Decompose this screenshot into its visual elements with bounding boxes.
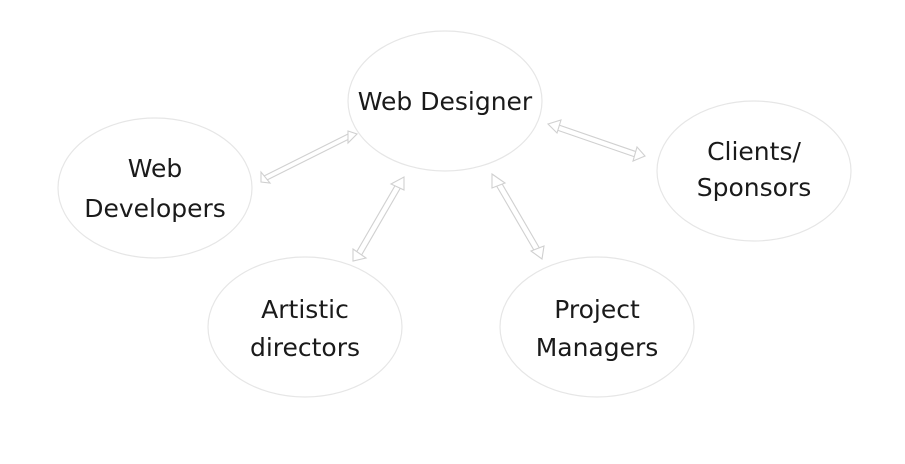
connector-line xyxy=(495,184,536,253)
node-artistic-directors: Artistic directors xyxy=(207,256,403,398)
node-project-managers-line-2: Managers xyxy=(536,333,659,362)
connector-web-designer-artistic xyxy=(352,176,405,262)
node-project-managers: Project Managers xyxy=(499,256,695,398)
node-web-designer-label: Web Designer xyxy=(358,87,533,116)
connector-line xyxy=(555,123,641,154)
arrow-head xyxy=(632,145,646,162)
connector-line xyxy=(500,181,541,250)
arrow-head xyxy=(347,130,359,145)
arrow-head xyxy=(529,245,545,260)
node-artistic-directors-ellipse xyxy=(207,256,403,398)
connector-line xyxy=(263,133,349,177)
node-web-designer-ellipse xyxy=(347,30,543,172)
connector-line xyxy=(553,128,639,159)
node-web-developers: Web Developers xyxy=(57,117,253,259)
connector-line xyxy=(360,186,402,257)
node-clients-sponsors: Clients/ Sponsors xyxy=(656,100,852,242)
node-artistic-directors-line-1: Artistic xyxy=(261,295,349,324)
connector-web-designer-web-developers xyxy=(260,130,359,184)
node-project-managers-ellipse xyxy=(499,256,695,398)
arrow-head xyxy=(352,247,368,262)
node-web-developers-line-1: Web xyxy=(128,154,183,183)
connector-line xyxy=(355,183,397,254)
arrow-head xyxy=(546,119,562,135)
node-web-developers-line-2: Developers xyxy=(84,194,226,223)
connector-web-designer-clients xyxy=(546,119,646,162)
arrow-head xyxy=(260,170,272,184)
connector-web-designer-project xyxy=(491,172,545,260)
arrow-head xyxy=(491,172,507,189)
arrow-head xyxy=(389,176,405,191)
node-web-developers-ellipse xyxy=(57,117,253,259)
node-project-managers-line-1: Project xyxy=(554,295,640,324)
connector-line xyxy=(266,137,352,181)
node-clients-sponsors-line-2: Sponsors xyxy=(697,173,812,202)
node-clients-sponsors-ellipse xyxy=(656,100,852,242)
node-web-designer: Web Designer xyxy=(347,30,543,172)
node-clients-sponsors-line-1: Clients/ xyxy=(707,137,801,166)
node-artistic-directors-line-2: directors xyxy=(250,333,360,362)
